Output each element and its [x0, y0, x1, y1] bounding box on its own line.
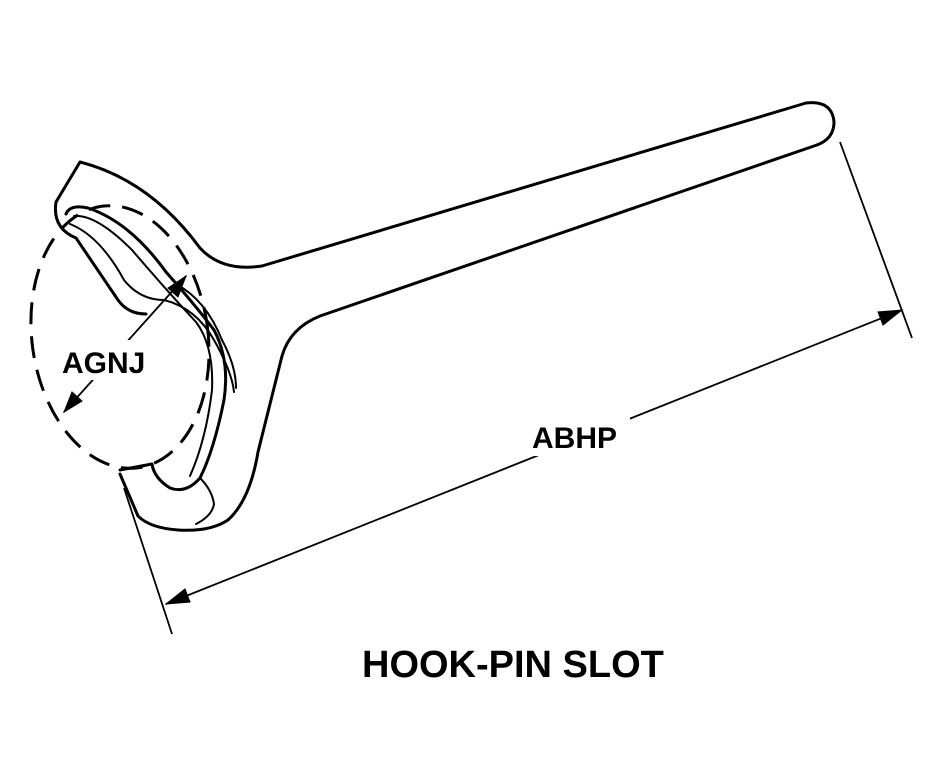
agnj-arrowhead-lower — [62, 391, 83, 414]
abhp-arrowhead-left — [164, 588, 191, 605]
drawing-title: HOOK-PIN SLOT — [362, 644, 664, 686]
nut-outline-dashed — [29, 204, 211, 470]
agnj-dimension: AGNJ — [60, 274, 188, 414]
abhp-extension-line-left — [123, 487, 173, 635]
wrench-hook-tip — [195, 477, 215, 525]
abhp-dimension-line — [165, 309, 903, 605]
wrench-handle — [118, 101, 836, 532]
wrench-head-edge — [53, 200, 148, 316]
agnj-label: AGNJ — [62, 347, 145, 380]
wrench-hook-rim-2 — [175, 283, 237, 389]
abhp-label: ABHP — [532, 422, 617, 455]
agnj-label-background — [60, 340, 156, 380]
wrench-head-top — [54, 160, 202, 250]
agnj-arrowhead-upper — [167, 274, 188, 298]
wrench-hook-inner — [73, 214, 214, 477]
wrench — [53, 101, 836, 532]
abhp-extension-line-right — [839, 141, 913, 339]
abhp-label-background — [528, 416, 630, 456]
abhp-arrowhead-right — [877, 309, 904, 326]
abhp-dimension: ABHP — [123, 141, 913, 635]
